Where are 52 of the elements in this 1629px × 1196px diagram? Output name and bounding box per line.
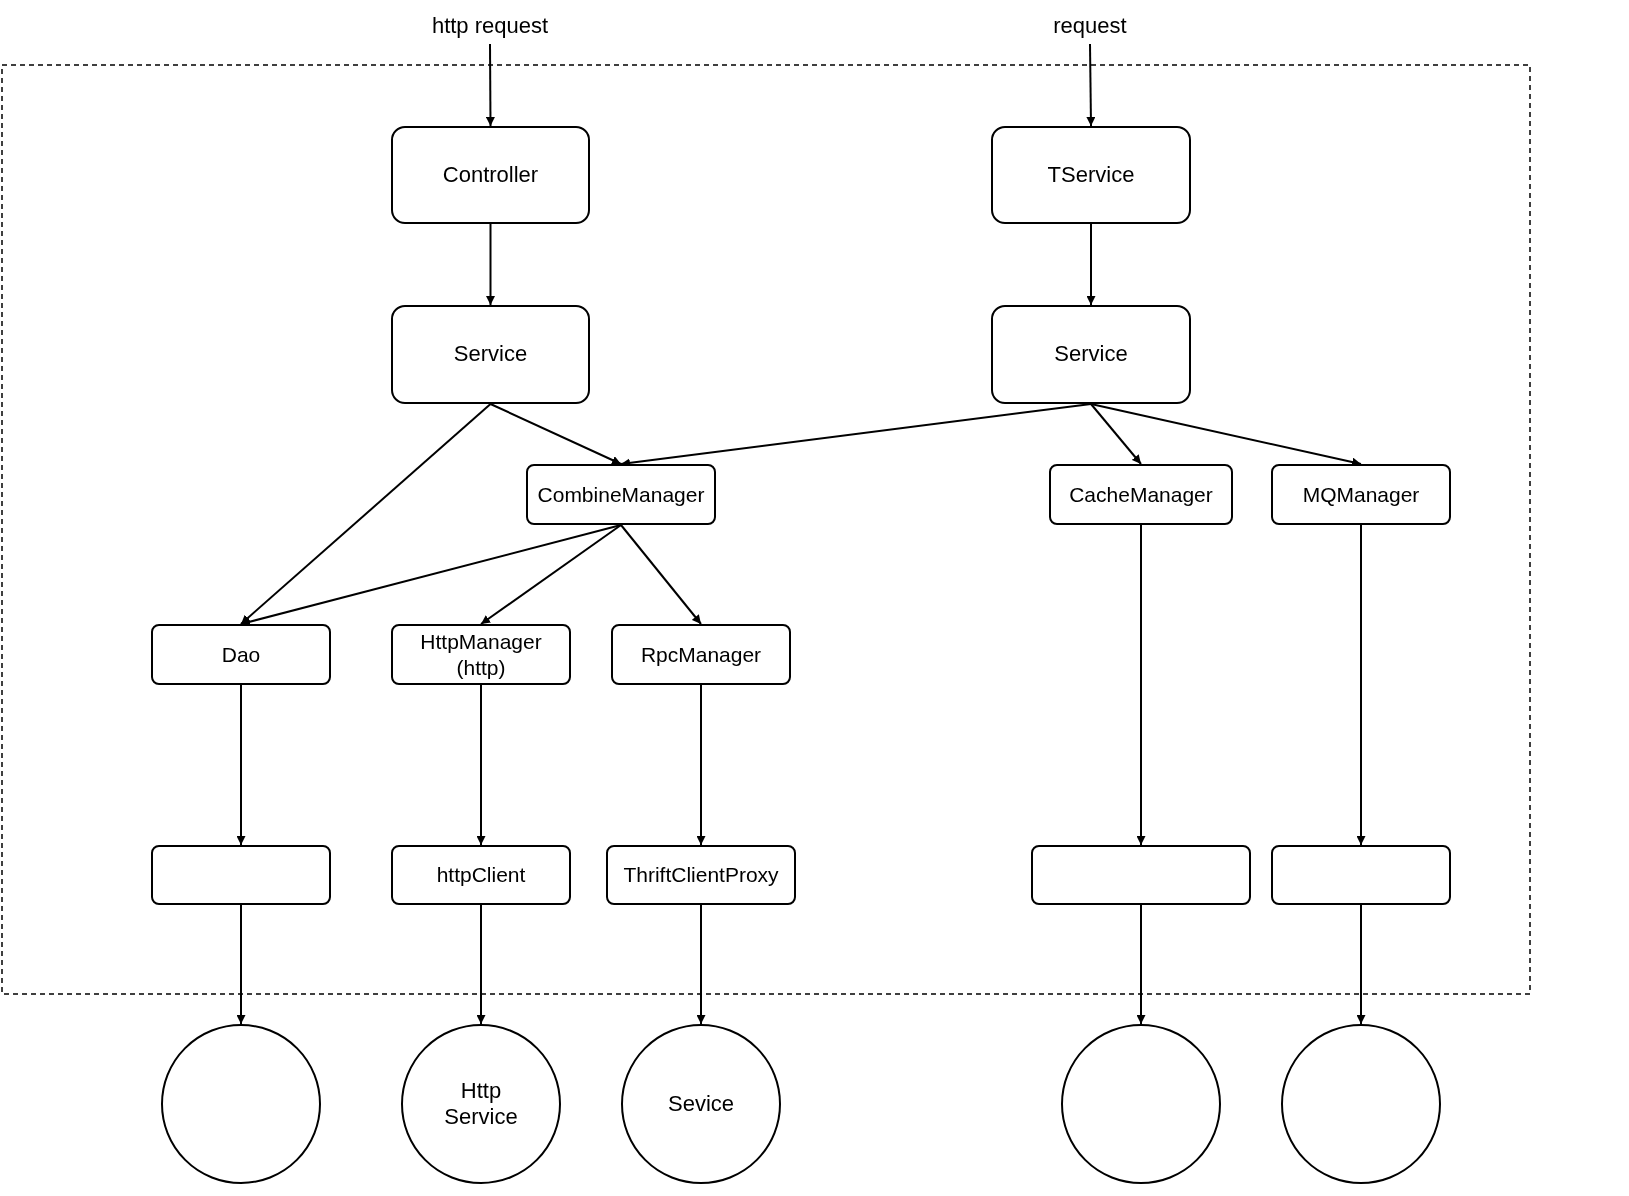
arrow (1086, 43, 1096, 127)
process-box (1049, 464, 1233, 525)
arrow (1356, 904, 1366, 1025)
process-box (1271, 464, 1451, 525)
process-box (991, 126, 1191, 224)
node-label: Sevice (666, 1090, 735, 1118)
arrow (476, 904, 486, 1025)
arrow (1090, 403, 1362, 467)
arrow (476, 684, 486, 846)
node-label: MQManager (1301, 481, 1421, 508)
process-box (151, 624, 331, 685)
arrow (1136, 524, 1146, 846)
process-box (991, 305, 1191, 404)
arrow (1136, 904, 1146, 1025)
arrow (489, 403, 622, 465)
process-box (1271, 845, 1451, 905)
arrow (696, 904, 706, 1025)
arrow (1086, 223, 1096, 306)
process-box (391, 126, 590, 224)
arrow (485, 43, 495, 127)
node-label: httpClient (435, 862, 527, 888)
process-box (1031, 845, 1251, 905)
arrow (240, 403, 492, 625)
node-label: HttpManager (http) (419, 629, 543, 680)
node-label: CacheManager (1068, 481, 1214, 508)
request-label: request (1040, 8, 1140, 44)
node-label: Service (1053, 341, 1129, 368)
node-label: RpcManager (639, 641, 763, 668)
arrow (486, 223, 495, 306)
arrow (1356, 524, 1366, 846)
arrow (1090, 403, 1142, 465)
request-label: http request (420, 8, 560, 44)
arrow (236, 684, 246, 846)
node-label: Service (452, 341, 529, 368)
node-label: TService (1046, 161, 1136, 189)
process-box (151, 845, 331, 905)
node-label: ThriftClientProxy (622, 862, 780, 888)
node-label: Dao (220, 641, 262, 668)
process-box (611, 624, 791, 685)
arrow (480, 524, 622, 625)
arrow (696, 684, 706, 846)
arrow (620, 524, 702, 625)
node-label: CombineManager (536, 481, 706, 508)
process-box (391, 624, 571, 685)
arrow (240, 524, 622, 627)
node-label: Controller (441, 161, 540, 189)
process-box (526, 464, 716, 525)
node-label: Http Service (443, 1077, 519, 1131)
arrow (236, 904, 246, 1025)
process-box (391, 845, 571, 905)
process-box (391, 305, 590, 404)
process-box (606, 845, 796, 905)
